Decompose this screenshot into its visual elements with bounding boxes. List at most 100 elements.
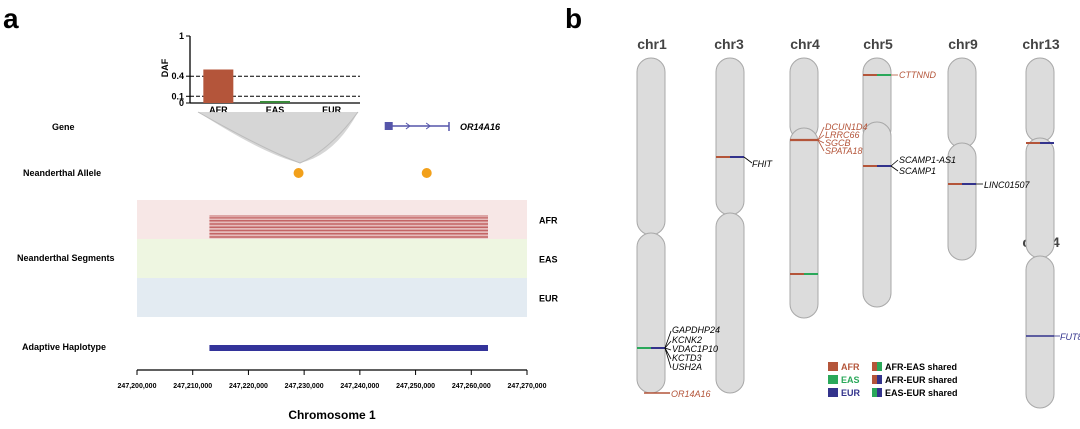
legend-swatch-afr-eur-b	[877, 375, 882, 384]
chr13-lower	[1025, 137, 1055, 259]
x-axis-tick-label: 247,240,000	[340, 383, 379, 390]
chr9-p-arm	[947, 57, 977, 149]
legend-label-eas-eur: EAS-EUR shared	[885, 388, 958, 398]
row-label-gene: Gene	[52, 122, 75, 132]
population-label-afr: AFR	[539, 216, 558, 226]
chrom-label-chr4: chr4	[790, 36, 820, 52]
gene-label-fut8: FUT8	[1060, 332, 1080, 342]
chrom-label-chr1: chr1	[637, 36, 667, 52]
chromosome-axis: 247,200,000 247,210,000 247,220,000 247,230…	[118, 369, 547, 390]
inset-bars	[203, 69, 290, 103]
legend-label-eas: EAS	[841, 375, 860, 385]
leader-kctd3	[664, 347, 672, 360]
x-axis-tick-label: 247,220,000	[229, 383, 268, 390]
adaptive-haplotype-bar	[209, 345, 488, 351]
inset-y-tick-label: 1	[179, 31, 184, 41]
x-axis-tick-label: 247,230,000	[285, 383, 324, 390]
chr5-q-arm	[862, 121, 892, 308]
legend-label-afr-eas: AFR-EAS shared	[885, 362, 957, 372]
gene-label-kctd3: KCTD3	[672, 353, 702, 363]
population-label-eas: EAS	[539, 255, 558, 265]
gene-exon-block	[384, 122, 393, 130]
legend-swatch-eas-eur-b	[877, 388, 882, 397]
chr4-q-arm	[789, 127, 819, 319]
gene-labels: FHIT DCUN1D4 LRRC66 SGCB SPATA18 CTTNND …	[671, 70, 1080, 399]
neanderthal-allele-dots	[293, 168, 432, 178]
zoom-cone	[198, 112, 358, 163]
gene-track	[384, 122, 450, 131]
chr14-body	[1025, 255, 1055, 409]
inset-y-label: DAF	[160, 58, 170, 77]
legend-swatch-eas-eur-a	[872, 388, 877, 397]
chr9-q-arm	[947, 142, 977, 261]
gene-label-scamp1: SCAMP1	[899, 166, 936, 176]
chr13-upper	[1025, 57, 1055, 143]
leader-lrrc66	[817, 134, 825, 141]
row-label-adaptive-haplotype: Adaptive Haplotype	[22, 342, 106, 352]
inset-bar-label-eur: EUR	[322, 105, 342, 115]
gene-label-ush2a: USH2A	[672, 362, 702, 372]
leader-scamp1-as1	[890, 159, 899, 167]
gene-label-or14a16: OR14A16	[671, 389, 711, 399]
gene-label-spata18: SPATA18	[825, 146, 863, 156]
gene-label-kcnk2: KCNK2	[672, 335, 702, 345]
zoom-cone-edge	[197, 111, 359, 164]
legend-swatch-afr	[828, 362, 838, 371]
gene-label-sgcb: SGCB	[825, 138, 851, 148]
inset-y-tick-label: 0.4	[171, 71, 184, 81]
legend: AFR EAS EUR AFR-EAS shared AFR-EUR share…	[828, 362, 958, 398]
chr3-p-arm	[715, 57, 745, 216]
legend-label-afr-eur: AFR-EUR shared	[885, 375, 958, 385]
inset-ticks: 00.10.41	[171, 31, 190, 108]
gene-label-cttnnd: CTTNND	[899, 70, 936, 80]
gene-label-fhit: FHIT	[752, 159, 773, 169]
chr3-q-arm	[715, 212, 745, 394]
chr1-q-arm	[636, 232, 666, 394]
afr-segment-lines	[209, 215, 488, 239]
leader-vdac1p10	[664, 347, 672, 351]
chr1-p-arm	[636, 57, 666, 236]
leader-sgcb	[817, 139, 825, 144]
neanderthal-allele-dot	[421, 168, 432, 178]
leader-fhit	[743, 156, 753, 164]
legend-label-eur: EUR	[841, 388, 861, 398]
neanderthal-allele-dot	[293, 168, 304, 178]
inset-bar-label-afr: AFR	[209, 105, 228, 115]
gene-direction-chevron	[405, 122, 411, 130]
x-axis-tick-label: 247,200,000	[118, 383, 157, 390]
legend-swatch-eas	[828, 375, 838, 384]
leader-ush2a	[664, 347, 672, 369]
legend-swatch-afr-eas-b	[877, 362, 882, 371]
gene-label-dcun1d4: DCUN1D4	[825, 122, 868, 132]
legend-swatch-afr-eur-a	[872, 375, 877, 384]
gene-label-linc01507: LINC01507	[984, 180, 1031, 190]
panel-b-label: b	[565, 3, 582, 34]
legend-label-afr: AFR	[841, 362, 860, 372]
legend-swatch-eur	[828, 388, 838, 397]
chromosome-markers	[637, 74, 1060, 394]
x-axis-tick-label: 247,270,000	[508, 383, 547, 390]
leader-scamp1	[890, 165, 899, 172]
inset-y-tick-label: 0	[179, 98, 184, 108]
gene-label-gapdhp24: GAPDHP24	[672, 325, 720, 335]
chrom-label-chr13: chr13	[1022, 36, 1060, 52]
population-band-afr	[137, 200, 527, 239]
chrom-label-chr5: chr5	[863, 36, 893, 52]
x-axis-tick-label: 247,210,000	[173, 383, 212, 390]
population-label-eur: EUR	[539, 294, 559, 304]
leader-dcun1d4	[817, 126, 825, 141]
inset-dashed-lines	[190, 75, 360, 97]
chrom-label-chr3: chr3	[714, 36, 744, 52]
x-axis-tick-label: 247,250,000	[396, 383, 435, 390]
leader-gapdhp24	[664, 330, 672, 349]
chrom-label-chr9: chr9	[948, 36, 978, 52]
x-axis-title: Chromosome 1	[288, 408, 376, 422]
gene-direction-chevron	[425, 122, 431, 130]
chromosome-bodies	[636, 57, 1055, 409]
panel-a-label: a	[3, 3, 19, 34]
row-label-neanderthal-segments: Neanderthal Segments	[17, 253, 115, 263]
population-bands: AFR EAS EUR	[137, 200, 559, 317]
